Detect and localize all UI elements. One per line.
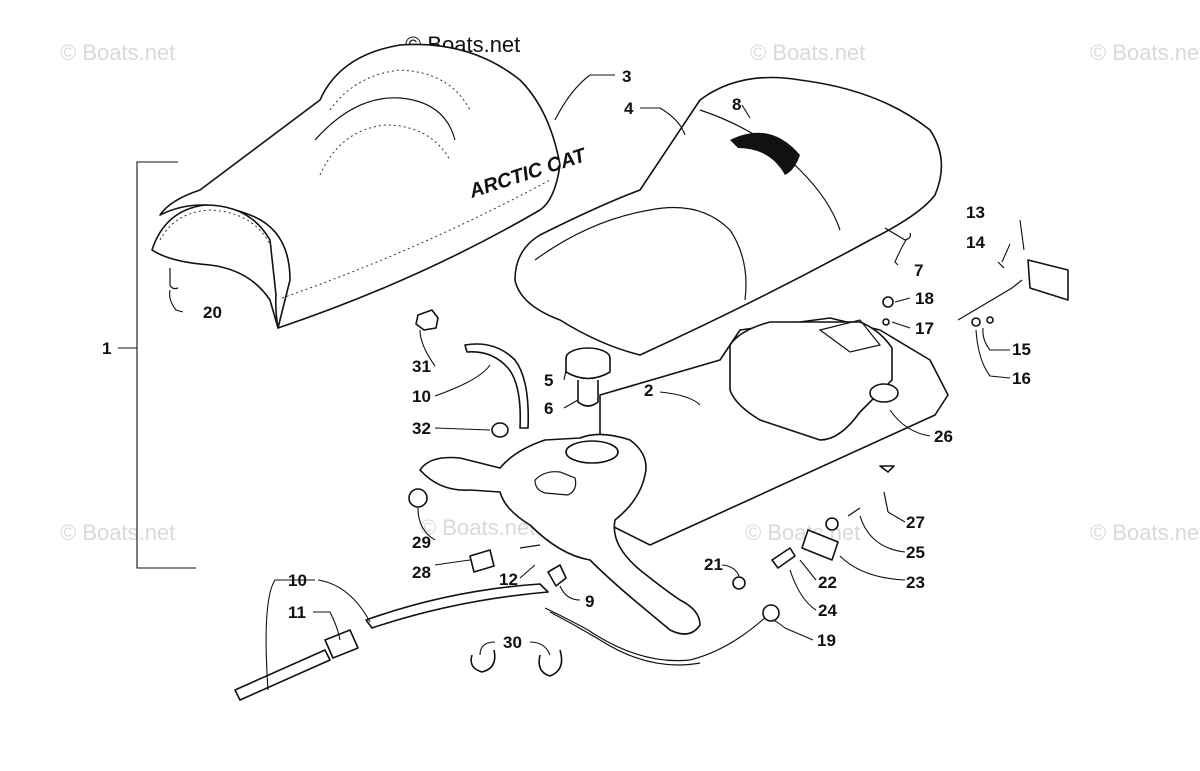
grommet-part [869, 383, 899, 403]
watermark: © Boats.net [60, 40, 175, 65]
nut-part [882, 296, 894, 308]
assembly-bracket [136, 161, 196, 569]
clip-part [169, 268, 179, 290]
washer-part [986, 316, 994, 324]
pin-part [997, 261, 1005, 269]
callout-6: 6 [544, 399, 553, 418]
hook-part [884, 227, 912, 241]
callout-5: 5 [544, 371, 553, 390]
nut-part [825, 517, 839, 531]
vent-hose [464, 343, 530, 429]
callout-7: 7 [914, 261, 923, 280]
watermarks: © Boats.net © Boats.net © Boats.net © Bo… [60, 40, 1200, 545]
nut-part [971, 317, 981, 327]
callout-14: 14 [966, 233, 985, 252]
callout-28: 28 [412, 563, 431, 582]
screw-part [883, 491, 889, 513]
callout-18: 18 [915, 289, 934, 308]
watermark: © Boats.net [745, 520, 860, 545]
fuel-line [234, 583, 549, 701]
callout-16: 16 [1012, 369, 1031, 388]
watermark: © Boats.net [1090, 40, 1200, 65]
watermark: © Boats.net [60, 520, 175, 545]
callout-9: 9 [585, 592, 594, 611]
fitting-line [519, 544, 541, 549]
callout-27: 27 [906, 513, 925, 532]
washer-part [408, 488, 428, 508]
connector-part [771, 547, 796, 569]
bracket-part [801, 529, 839, 561]
seat-strap [730, 132, 800, 175]
callout-10: 10 [288, 571, 307, 590]
callout-13: 13 [966, 203, 985, 222]
callout-15: 15 [1012, 340, 1031, 359]
fitting-part [491, 422, 509, 438]
washer-part [882, 318, 890, 326]
seat-foam [514, 76, 943, 356]
callout-22: 22 [818, 573, 837, 592]
fuel-neck [577, 380, 599, 407]
fuel-cap [565, 347, 611, 407]
washer-part [732, 576, 746, 590]
leader-lines [169, 74, 1025, 691]
latch-rod [957, 279, 1023, 321]
callout-4: 4 [624, 99, 634, 118]
callout-25: 25 [906, 543, 925, 562]
callout-29: 29 [412, 533, 431, 552]
watermark: © Boats.net [750, 40, 865, 65]
callout-26: 26 [934, 427, 953, 446]
screw-part [847, 507, 861, 517]
fuel-cable [470, 604, 780, 677]
washer-part [879, 465, 895, 473]
callout-31: 31 [412, 357, 431, 376]
fuel-tank [419, 433, 701, 635]
callout-21: 21 [704, 555, 723, 574]
watermark: © Boats.net [1090, 520, 1200, 545]
seat-base [599, 317, 949, 546]
callout-20: 20 [203, 303, 222, 322]
mount-bracket [1027, 259, 1069, 301]
elbow-fitting [547, 564, 567, 587]
decal-part [469, 549, 495, 573]
callout-19: 19 [817, 631, 836, 650]
watermark: © Boats.net [420, 515, 535, 540]
callout-24: 24 [818, 601, 837, 620]
hardware [732, 259, 1069, 590]
callout-11: 11 [288, 603, 306, 622]
plug-part [415, 309, 439, 331]
callout-17: 17 [915, 319, 934, 338]
callout-23: 23 [906, 573, 925, 592]
callout-3: 3 [622, 67, 631, 86]
callout-1: 1 [102, 339, 111, 358]
callout-10: 10 [412, 387, 431, 406]
callout-labels: 1 2 3 4 5 6 7 8 9 10 10 11 12 13 14 15 1… [102, 67, 1031, 652]
callout-30: 30 [503, 633, 522, 652]
callout-2: 2 [644, 381, 653, 400]
clamp-part [470, 649, 496, 673]
clamp-part [538, 649, 563, 677]
callout-32: 32 [412, 419, 431, 438]
callout-12: 12 [499, 570, 518, 589]
callout-8: 8 [732, 95, 741, 114]
